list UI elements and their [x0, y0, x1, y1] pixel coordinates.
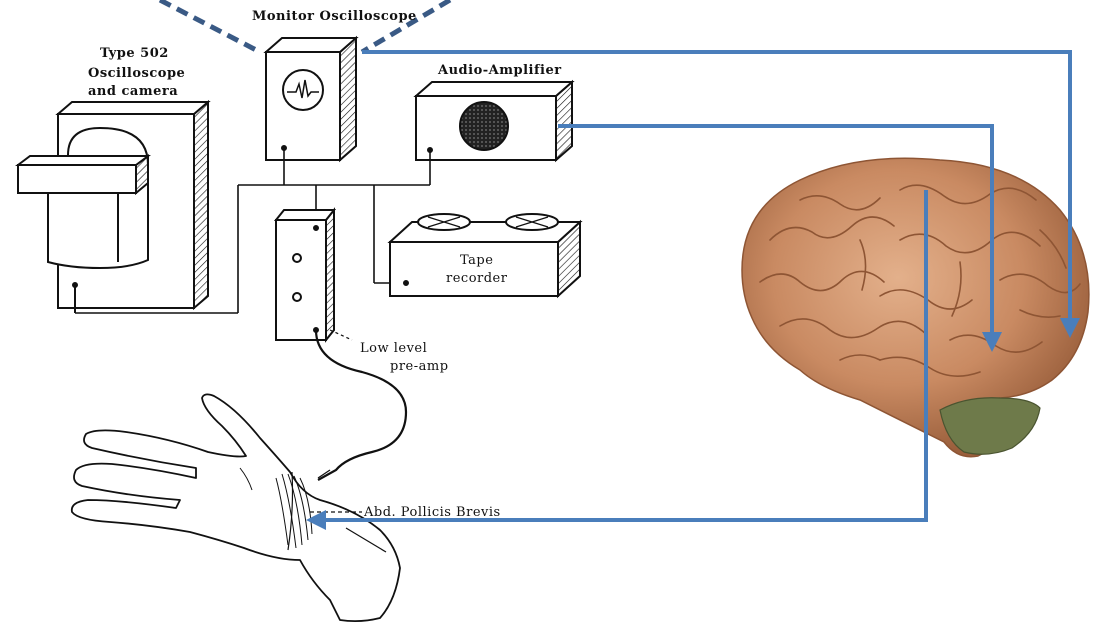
- type-502-oscilloscope: [18, 102, 208, 313]
- hand-illustration: [72, 394, 400, 621]
- monitor-oscilloscope: [266, 38, 356, 160]
- label-preamp-line2: pre-amp: [390, 359, 449, 374]
- label-type-502-line2: Oscilloscope: [88, 66, 185, 81]
- label-type-502-line3: and camera: [88, 84, 178, 99]
- label-preamp-line1: Low level: [360, 341, 427, 356]
- label-audio-amplifier: Audio-Amplifier: [437, 63, 562, 78]
- label-tape-line2: recorder: [446, 271, 508, 286]
- audio-amplifier: [416, 82, 572, 160]
- label-monitor-oscilloscope: Monitor Oscilloscope: [252, 9, 417, 24]
- label-abd-pollicis-brevis: Abd. Pollicis Brevis: [363, 505, 501, 520]
- label-tape-line1: Tape: [460, 253, 493, 268]
- label-type-502-line1: Type 502: [100, 46, 169, 61]
- brain-illustration: [742, 158, 1089, 457]
